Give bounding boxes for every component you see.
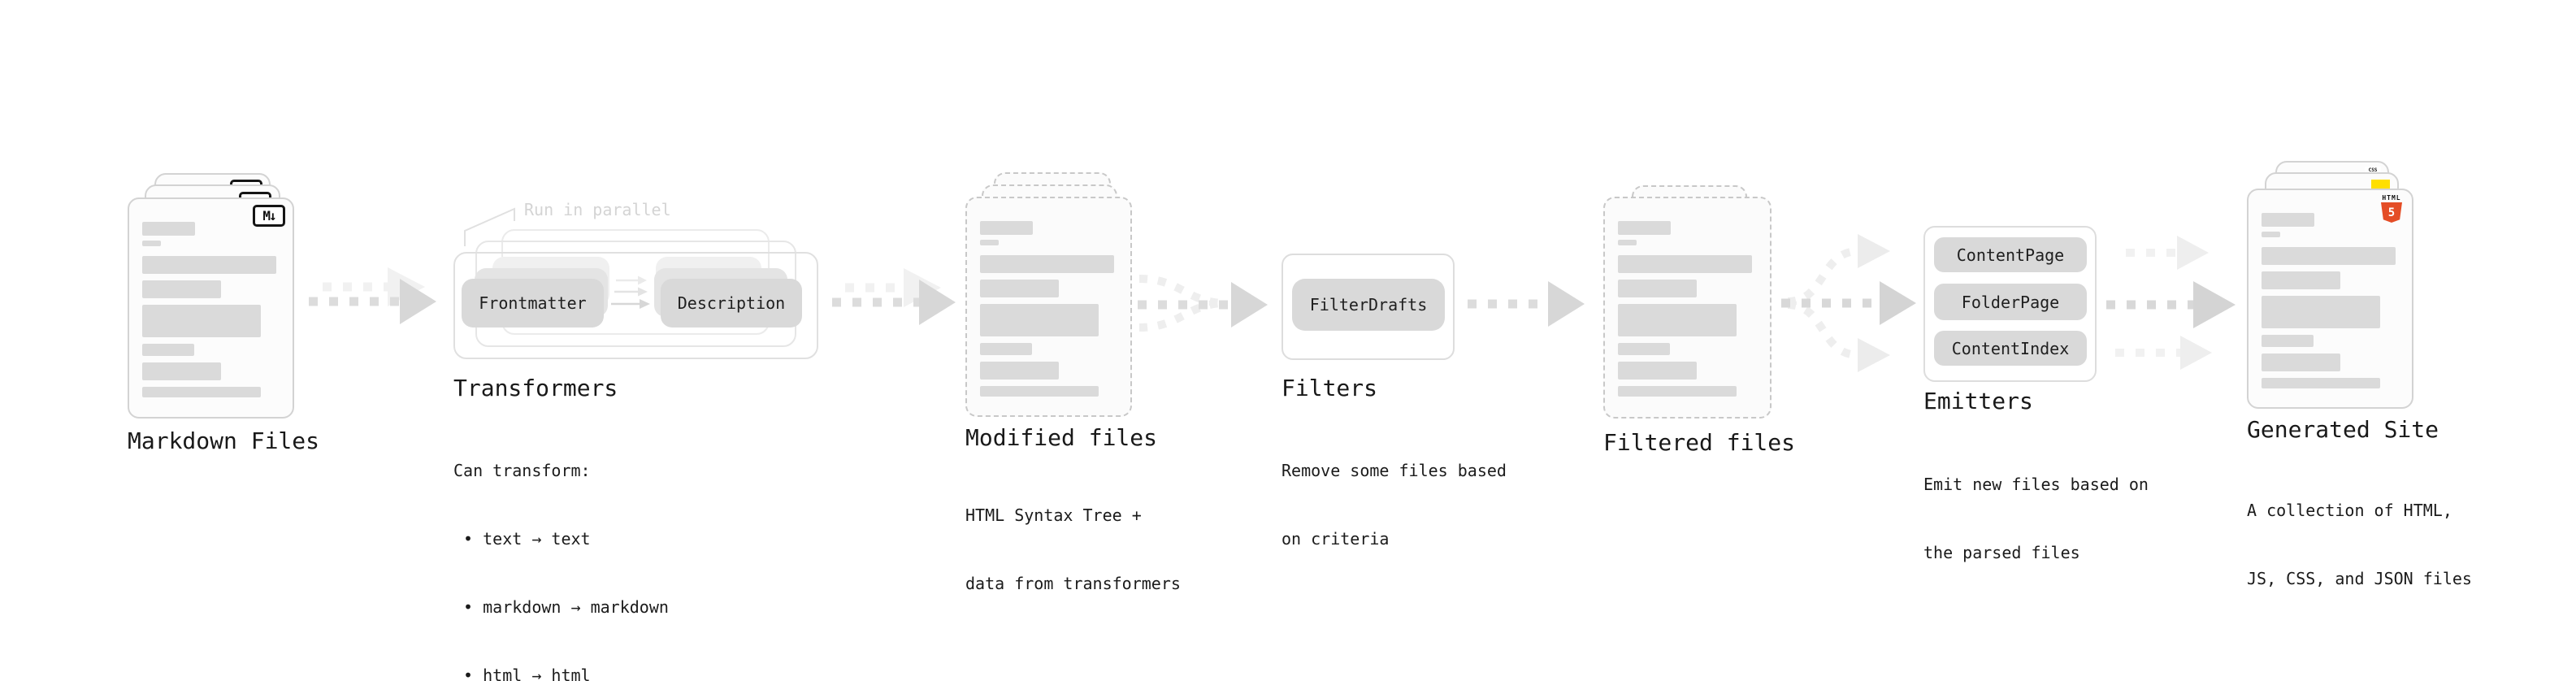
skeleton-bar bbox=[2262, 247, 2396, 265]
emitter-pill-contentpage: ContentPage bbox=[1934, 237, 2087, 272]
pill-label: FilterDrafts bbox=[1309, 295, 1428, 314]
skeleton-bar bbox=[980, 221, 1033, 235]
stage-description: A collection of HTML, JS, CSS, and JSON … bbox=[2247, 453, 2472, 635]
stage-title: Transformers bbox=[453, 375, 618, 401]
skeleton-bar bbox=[980, 362, 1059, 380]
desc-line: HTML Syntax Tree + bbox=[965, 505, 1142, 525]
skeleton-bar bbox=[142, 256, 276, 274]
run-in-parallel-label: Run in parallel bbox=[524, 200, 671, 219]
skeleton-bar bbox=[142, 241, 161, 246]
arrows-emitters-to-site bbox=[2106, 236, 2236, 370]
file-card-front: M↓ bbox=[128, 197, 294, 419]
skeleton-content bbox=[2262, 213, 2400, 388]
html5-number: 5 bbox=[2387, 206, 2396, 219]
skeleton-bar bbox=[1618, 304, 1737, 336]
pill-label: ContentIndex bbox=[1951, 338, 2070, 358]
desc-line: Emit new files based on bbox=[1923, 475, 2149, 494]
desc-line: • markdown → markdown bbox=[453, 597, 669, 617]
stage-title: Filters bbox=[1281, 375, 1378, 401]
skeleton-bar bbox=[1618, 386, 1737, 397]
css-badge-label: CSS bbox=[2368, 167, 2378, 173]
arrow-transformers-to-modified bbox=[832, 268, 956, 325]
skeleton-bar bbox=[142, 344, 194, 356]
desc-line: data from transformers bbox=[965, 574, 1181, 593]
skeleton-content bbox=[980, 221, 1119, 397]
file-card-front: HTML 5 bbox=[2247, 189, 2413, 409]
stage-title: Modified files bbox=[965, 424, 1158, 451]
pill-label: FolderPage bbox=[1961, 292, 2060, 312]
stage-title: Filtered files bbox=[1603, 429, 1796, 456]
skeleton-bar bbox=[142, 280, 221, 298]
pill-label: ContentPage bbox=[1956, 245, 2065, 265]
emitter-pill-folderpage: FolderPage bbox=[1934, 284, 2087, 320]
skeleton-bar bbox=[1618, 362, 1697, 380]
stage-description: HTML Syntax Tree + data from transformer… bbox=[965, 458, 1181, 640]
stage-description: Emit new files based on the parsed files bbox=[1923, 427, 2149, 609]
stage-description: Can transform: • text → text • markdown … bbox=[453, 414, 669, 681]
skeleton-content bbox=[1618, 221, 1759, 397]
markdown-icon-label: M↓ bbox=[262, 208, 276, 223]
desc-line: the parsed files bbox=[1923, 543, 2080, 562]
desc-line: Remove some files based bbox=[1281, 461, 1507, 480]
desc-line: JS, CSS, and JSON files bbox=[2247, 569, 2472, 588]
desc-line: • text → text bbox=[453, 529, 591, 549]
skeleton-bar bbox=[1618, 240, 1637, 245]
filter-pill-filterdrafts: FilterDrafts bbox=[1292, 279, 1445, 331]
skeleton-bar bbox=[2262, 335, 2314, 347]
file-card-front bbox=[965, 197, 1132, 417]
emitter-pill-contentindex: ContentIndex bbox=[1934, 331, 2087, 366]
transformer-run-front bbox=[453, 252, 818, 359]
skeleton-bar bbox=[1618, 280, 1697, 297]
desc-line: A collection of HTML, bbox=[2247, 501, 2452, 520]
js-badge-icon bbox=[2371, 180, 2390, 189]
desc-line: • html → html bbox=[453, 666, 591, 681]
skeleton-bar bbox=[2262, 213, 2314, 227]
html5-badge-icon: HTML 5 bbox=[2381, 194, 2402, 223]
transformer-pill-frontmatter: Frontmatter bbox=[462, 279, 604, 327]
skeleton-bar bbox=[980, 386, 1099, 397]
skeleton-content bbox=[142, 222, 281, 397]
skeleton-bar bbox=[2262, 271, 2340, 289]
skeleton-bar bbox=[142, 305, 261, 337]
skeleton-bar bbox=[142, 222, 195, 236]
skeleton-bar bbox=[1618, 255, 1752, 273]
arrow-markdown-to-transformers bbox=[309, 267, 436, 324]
skeleton-bar bbox=[1618, 343, 1670, 355]
stage-title: Emitters bbox=[1923, 388, 2033, 414]
skeleton-bar bbox=[2262, 232, 2280, 237]
skeleton-bar bbox=[142, 362, 221, 380]
pill-label: Description bbox=[677, 293, 786, 313]
arrow-filtered-to-emitters-diverge bbox=[1781, 234, 1916, 372]
html5-word: HTML bbox=[2382, 194, 2401, 202]
arrow-modified-to-filters-converge bbox=[1138, 275, 1268, 332]
skeleton-bar bbox=[980, 304, 1099, 336]
desc-line: Can transform: bbox=[453, 461, 591, 480]
stage-title: Markdown Files bbox=[128, 427, 320, 454]
skeleton-bar bbox=[980, 255, 1114, 273]
skeleton-bar bbox=[142, 387, 261, 397]
pill-label: Frontmatter bbox=[479, 293, 587, 313]
arrow-filters-to-filtered bbox=[1468, 281, 1585, 327]
html5-shield: 5 bbox=[2381, 202, 2402, 223]
desc-line: on criteria bbox=[1281, 529, 1390, 549]
skeleton-bar bbox=[2262, 296, 2380, 328]
skeleton-bar bbox=[980, 240, 999, 245]
skeleton-bar bbox=[980, 280, 1059, 297]
skeleton-bar bbox=[2262, 354, 2340, 371]
skeleton-bar bbox=[2262, 378, 2380, 388]
stage-description: Remove some files based on criteria bbox=[1281, 414, 1507, 596]
skeleton-bar bbox=[980, 343, 1032, 355]
skeleton-bar bbox=[1618, 221, 1671, 235]
file-card-front bbox=[1603, 197, 1772, 419]
stage-title: Generated Site bbox=[2247, 416, 2439, 443]
markdown-icon: M↓ bbox=[253, 205, 285, 227]
transformer-pill-description: Description bbox=[661, 279, 802, 327]
